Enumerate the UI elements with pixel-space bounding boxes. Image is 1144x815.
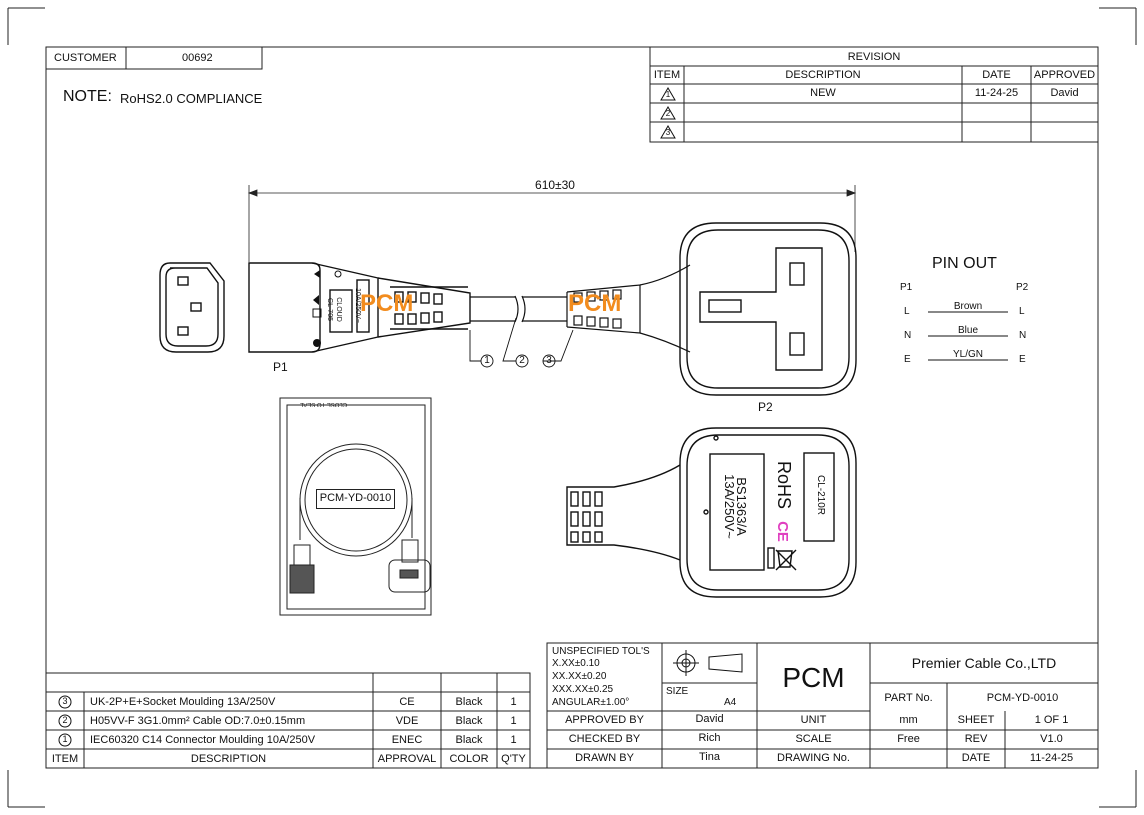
revision-header-description: DESCRIPTION <box>785 69 861 81</box>
bom-item-number: 2 <box>62 715 68 725</box>
pinout-p1-pin: E <box>904 354 911 365</box>
date-value: 11-24-25 <box>1029 752 1074 764</box>
p1-model-text: CL-705 <box>325 298 333 321</box>
revision-header-approved: APPROVED <box>1033 69 1096 81</box>
revision-header-item: ITEM <box>653 69 681 81</box>
bom-color: Black <box>455 715 483 727</box>
sheet-label: SHEET <box>957 714 995 726</box>
bom-approval: ENEC <box>391 734 423 746</box>
p2-label: P2 <box>758 400 773 414</box>
tolerance-line: XXX.XX±0.25 <box>552 684 614 695</box>
callout-1: 1 <box>484 355 490 366</box>
bom-color: Black <box>455 696 483 708</box>
p1-label: P1 <box>273 360 288 374</box>
bom-header-description: DESCRIPTION <box>190 753 267 765</box>
pinout-p1-pin: L <box>904 306 910 317</box>
pinout-p2-header: P2 <box>1016 282 1029 293</box>
length-dimension: 610±30 <box>535 178 575 192</box>
revision-header-date: DATE <box>982 69 1011 81</box>
bom-approval: VDE <box>395 715 419 727</box>
bom-color: Black <box>455 734 483 746</box>
rohs-mark: RoHS <box>774 460 795 510</box>
revision-date: 11-24-25 <box>974 87 1019 99</box>
date-label: DATE <box>961 752 991 764</box>
p1-brand-text: CLOUD <box>334 297 342 322</box>
scale-value: Free <box>897 733 920 745</box>
pinout-title: PIN OUT <box>932 255 997 272</box>
tolerance-line: XX.XX±0.20 <box>552 671 607 682</box>
callout-3: 3 <box>546 355 552 366</box>
pcm-logo: PCM <box>568 290 622 317</box>
revision-item-number: 3 <box>665 128 671 137</box>
bom-header-item: ITEM <box>51 753 79 765</box>
sheet-value: 1 OF 1 <box>1034 714 1069 726</box>
pinout-wire-color: Brown <box>953 301 983 312</box>
bom-approval: CE <box>399 696 415 708</box>
bom-qty: 1 <box>510 715 517 727</box>
revision-item-number: 2 <box>665 109 671 118</box>
bom-item-number: 1 <box>62 734 68 744</box>
bag-seal-text: CLOSE TO SEAL <box>300 401 348 407</box>
bom-qty: 1 <box>510 696 517 708</box>
pcm-logo: PCM <box>360 290 414 317</box>
pinout-p1-header: P1 <box>900 282 913 293</box>
company-name: Premier Cable Co.,LTD <box>911 655 1057 671</box>
bom-description: H05VV-F 3G1.0mm² Cable OD:7.0±0.15mm <box>90 715 306 727</box>
drawing-no-label: DRAWING No. <box>777 752 850 764</box>
checked-by-value: Rich <box>698 732 721 744</box>
bom-header-qty: Q'TY <box>501 753 526 765</box>
unit-label: UNIT <box>800 714 827 726</box>
pinout-p2-pin: N <box>1019 330 1027 341</box>
drawn-by-value: Tina <box>699 751 720 763</box>
revision-description: NEW <box>810 87 836 99</box>
bom-item-number: 3 <box>62 696 68 706</box>
pinout-p2-pin: E <box>1019 354 1026 365</box>
rev-label: REV <box>964 733 988 745</box>
plug-standard-text: BS1363/A <box>733 477 749 536</box>
part-no-label: PART No. <box>884 692 933 704</box>
pinout-p1-pin: N <box>904 330 912 341</box>
callout-2: 2 <box>519 355 525 366</box>
bom-description: UK-2P+E+Socket Moulding 13A/250V <box>90 696 276 708</box>
rev-value: V1.0 <box>1040 733 1063 745</box>
approved-by-label: APPROVED BY <box>565 714 644 726</box>
checked-by-label: CHECKED BY <box>568 733 641 745</box>
scale-label: SCALE <box>795 733 832 745</box>
size-label: SIZE <box>666 686 689 697</box>
approved-by-value: David <box>695 713 724 725</box>
title-block-logo: PCM <box>782 662 845 693</box>
customer-value: 00692 <box>182 52 213 64</box>
note-label: NOTE: <box>63 88 112 105</box>
pinout-wire-color: YL/GN <box>952 349 983 360</box>
note-text: RoHS2.0 COMPLIANCE <box>120 91 263 106</box>
revision-approved: David <box>1050 87 1079 99</box>
pinout-wire-color: Blue <box>957 325 978 336</box>
drawn-by-label: DRAWN BY <box>575 752 634 764</box>
bom-header-color: COLOR <box>449 753 489 765</box>
plug-model-text: CL-210R <box>815 474 827 516</box>
revision-title: REVISION <box>847 51 901 63</box>
size-value: A4 <box>724 697 737 708</box>
bag-label: PCM-YD-0010 <box>319 492 392 504</box>
bag-label-box <box>316 489 395 509</box>
ce-mark: CE <box>773 521 791 542</box>
tolerance-line: ANGULAR±1.00° <box>552 697 630 708</box>
tolerance-title: UNSPECIFIED TOL'S <box>552 646 650 657</box>
bom-header-approval: APPROVAL <box>377 753 437 765</box>
revision-item-number: 1 <box>665 90 671 99</box>
customer-label: CUSTOMER <box>54 52 117 64</box>
unit-value: mm <box>899 714 918 726</box>
bom-description: IEC60320 C14 Connector Moulding 10A/250V <box>90 734 316 746</box>
bom-qty: 1 <box>510 734 517 746</box>
part-no-value: PCM-YD-0010 <box>986 692 1059 704</box>
pinout-p2-pin: L <box>1019 306 1025 317</box>
tolerance-line: X.XX±0.10 <box>552 658 600 669</box>
